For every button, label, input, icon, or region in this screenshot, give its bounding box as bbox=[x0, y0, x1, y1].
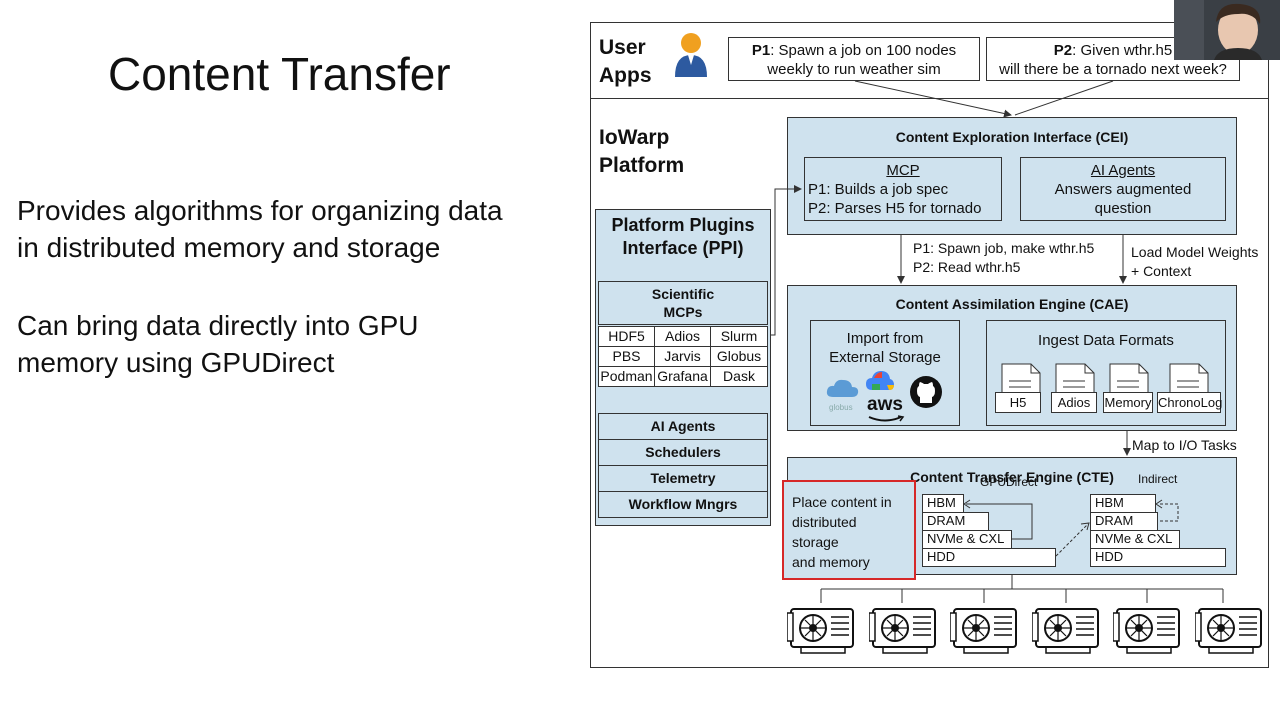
aws-smile-icon bbox=[868, 415, 905, 422]
gpudirect-label: GPUDirect bbox=[980, 475, 1038, 489]
arrow-label-2b: + Context bbox=[1131, 263, 1192, 279]
ppi-item-ai-agents: AI Agents bbox=[598, 413, 768, 440]
arrow-label-1a: P1: Spawn job, make wthr.h5 bbox=[913, 240, 1095, 256]
gpu-icon bbox=[787, 608, 854, 654]
connector-lines bbox=[771, 80, 1224, 603]
slide-title: Content Transfer bbox=[108, 48, 451, 100]
ppi-item-schedulers: Schedulers bbox=[598, 439, 768, 466]
prompt-p2-box: P2: Given wthr.h5 will there be a tornad… bbox=[986, 37, 1240, 81]
gpu-icon bbox=[868, 608, 936, 654]
mcp-cell: Slurm bbox=[710, 326, 768, 347]
gpu-icon bbox=[1194, 608, 1262, 654]
globus-label: globus bbox=[829, 403, 853, 412]
prompt-p1-line2: weekly to run weather sim bbox=[767, 61, 941, 78]
ppi-panel: Platform Plugins Interface (PPI) Scienti… bbox=[595, 209, 771, 526]
tier-right: HDD bbox=[1090, 548, 1226, 567]
mcp-cell: Adios bbox=[654, 326, 711, 347]
user-apps-label-2: Apps bbox=[599, 64, 652, 87]
format-label: ChronoLog bbox=[1157, 392, 1222, 413]
webcam-thumbnail bbox=[1174, 0, 1280, 60]
cte-arrows bbox=[963, 499, 1179, 557]
ppi-title-1: Platform Plugins bbox=[611, 215, 755, 235]
map-label: Map to I/O Tasks bbox=[1132, 437, 1237, 453]
mcp-cell: Podman bbox=[598, 366, 655, 387]
format-label: Memory bbox=[1103, 392, 1153, 413]
user-icon bbox=[675, 33, 707, 77]
aws-label: aws bbox=[867, 394, 903, 415]
cei-agents-box: AI Agents Answers augmented question bbox=[1020, 157, 1226, 221]
arrow-label-2a: Load Model Weights bbox=[1131, 244, 1259, 260]
place-content-highlight: Place content in distributed storage and… bbox=[782, 480, 916, 580]
gpu-icon bbox=[950, 608, 1017, 654]
tier-left: HBM bbox=[922, 494, 964, 513]
google-cloud-icon bbox=[866, 371, 894, 390]
tier-left: NVMe & CXL bbox=[922, 530, 1012, 549]
cae-title: Content Assimilation Engine (CAE) bbox=[895, 296, 1129, 312]
ppi-title-2: Interface (PPI) bbox=[622, 238, 744, 258]
cei-mcp-box: MCP P1: Builds a job spec P2: Parses H5 … bbox=[804, 157, 1002, 221]
scientific-mcps-header: Scientific MCPs bbox=[598, 281, 768, 325]
gpu-icon bbox=[1031, 608, 1099, 654]
prompt-p1-id: P1 bbox=[751, 42, 771, 59]
gpu-icon bbox=[1113, 608, 1180, 654]
platform-label-1: IoWarp bbox=[599, 126, 670, 149]
prompt-p2-line2: will there be a tornado next week? bbox=[999, 61, 1227, 78]
format-label: Adios bbox=[1051, 392, 1097, 413]
ppi-item-workflow: Workflow Mngrs bbox=[598, 491, 768, 518]
globus-cloud-icon bbox=[826, 379, 859, 397]
prompt-p1-line1: : Spawn a job on 100 nodes bbox=[770, 42, 957, 59]
platform-label-2: Platform bbox=[599, 154, 685, 177]
cei-title: Content Exploration Interface (CEI) bbox=[895, 129, 1129, 145]
user-apps-label-1: User bbox=[599, 36, 646, 59]
bullet-line-4: memory using GPUDirect bbox=[17, 347, 335, 378]
top-separator bbox=[591, 98, 1268, 99]
indirect-label: Indirect bbox=[1138, 472, 1178, 486]
bullet-line-3: Can bring data directly into GPU bbox=[17, 310, 419, 341]
cae-import-box: Import from External Storage globus aws bbox=[810, 320, 960, 426]
mcp-cell: Dask bbox=[710, 366, 768, 387]
prompt-p2-id: P2 bbox=[1053, 42, 1073, 59]
architecture-diagram: User Apps P1: Spawn a job on 100 nodes w… bbox=[590, 22, 1269, 668]
format-label: H5 bbox=[995, 392, 1041, 413]
gpu-row bbox=[787, 603, 1262, 659]
cei-panel: Content Exploration Interface (CEI) MCP … bbox=[787, 117, 1237, 235]
cae-panel: Content Assimilation Engine (CAE) Import… bbox=[787, 285, 1237, 431]
github-icon bbox=[910, 376, 942, 408]
cte-title: Content Transfer Engine (CTE) bbox=[910, 469, 1114, 485]
mcp-cell: Jarvis bbox=[654, 346, 711, 367]
prompt-p1-box: P1: Spawn a job on 100 nodes weekly to r… bbox=[728, 37, 980, 81]
tier-left: HDD bbox=[922, 548, 1056, 567]
prompt-p2-line1: : Given wthr.h5 bbox=[1072, 42, 1173, 59]
presenter-avatar bbox=[1174, 0, 1280, 60]
arrow-label-1b: P2: Read wthr.h5 bbox=[913, 259, 1021, 275]
tier-right: DRAM bbox=[1090, 512, 1158, 531]
bullet-line-2: in distributed memory and storage bbox=[17, 232, 441, 263]
mcp-cell: Grafana bbox=[654, 366, 711, 387]
tier-left: DRAM bbox=[922, 512, 989, 531]
bullet-line-1: Provides algorithms for organizing data bbox=[17, 195, 503, 226]
cae-ingest-box: Ingest Data Formats H5 Adios Memory Chro… bbox=[986, 320, 1226, 426]
